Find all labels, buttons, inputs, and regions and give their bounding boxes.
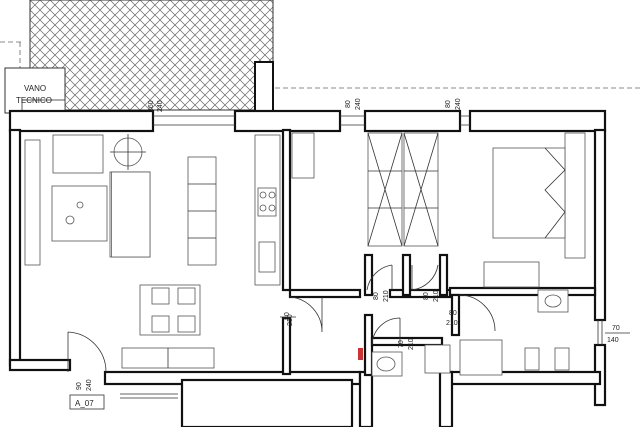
dim-window-living-w: 360	[148, 100, 155, 112]
dim-door-living-h: 210	[287, 314, 294, 326]
unit-code-label: A_07	[75, 399, 94, 408]
dim-door-living-w: 80	[284, 312, 291, 320]
bathroom-fixtures	[358, 289, 570, 377]
terrace	[29, 0, 274, 123]
dim-door-bath2-h: 210	[446, 320, 458, 327]
vano-label-line2: TECNICO	[16, 96, 52, 105]
dim-door-entry-h: 240	[86, 379, 93, 391]
dim-window-living-h: 240	[157, 100, 164, 112]
dim-window-bed-h: 240	[455, 98, 462, 110]
doors	[67, 264, 496, 373]
dim-door-closet1-h: 210	[383, 290, 390, 302]
dim-window-bed-w: 80	[445, 100, 452, 108]
dim-door-closet1-w: 80	[373, 292, 380, 300]
dim-window-bath1-w: 80	[345, 100, 352, 108]
dim-door-entry-w: 90	[76, 382, 83, 390]
bedroom-furniture	[483, 132, 586, 288]
dim-door-bath1-w: 70	[398, 340, 405, 348]
dim-door-closet2-w: 80	[423, 292, 430, 300]
vano-tecnico	[4, 67, 66, 114]
dim-window-right-w: 70	[612, 325, 620, 332]
dim-door-closet2-h: 210	[433, 290, 440, 302]
vano-label-line1: VANO	[24, 84, 46, 93]
living-furniture	[24, 134, 217, 369]
dim-window-right-h: 140	[607, 337, 619, 344]
windows	[120, 115, 603, 399]
balcony-outline	[0, 41, 640, 89]
dim-door-bath2-w: 80	[449, 310, 457, 317]
dim-window-bath1-h: 240	[355, 98, 362, 110]
dim-door-bath1-h: 210	[408, 338, 415, 350]
kitchen-counter	[254, 134, 281, 286]
wardrobes	[291, 132, 439, 247]
exterior-walls	[8, 109, 607, 427]
